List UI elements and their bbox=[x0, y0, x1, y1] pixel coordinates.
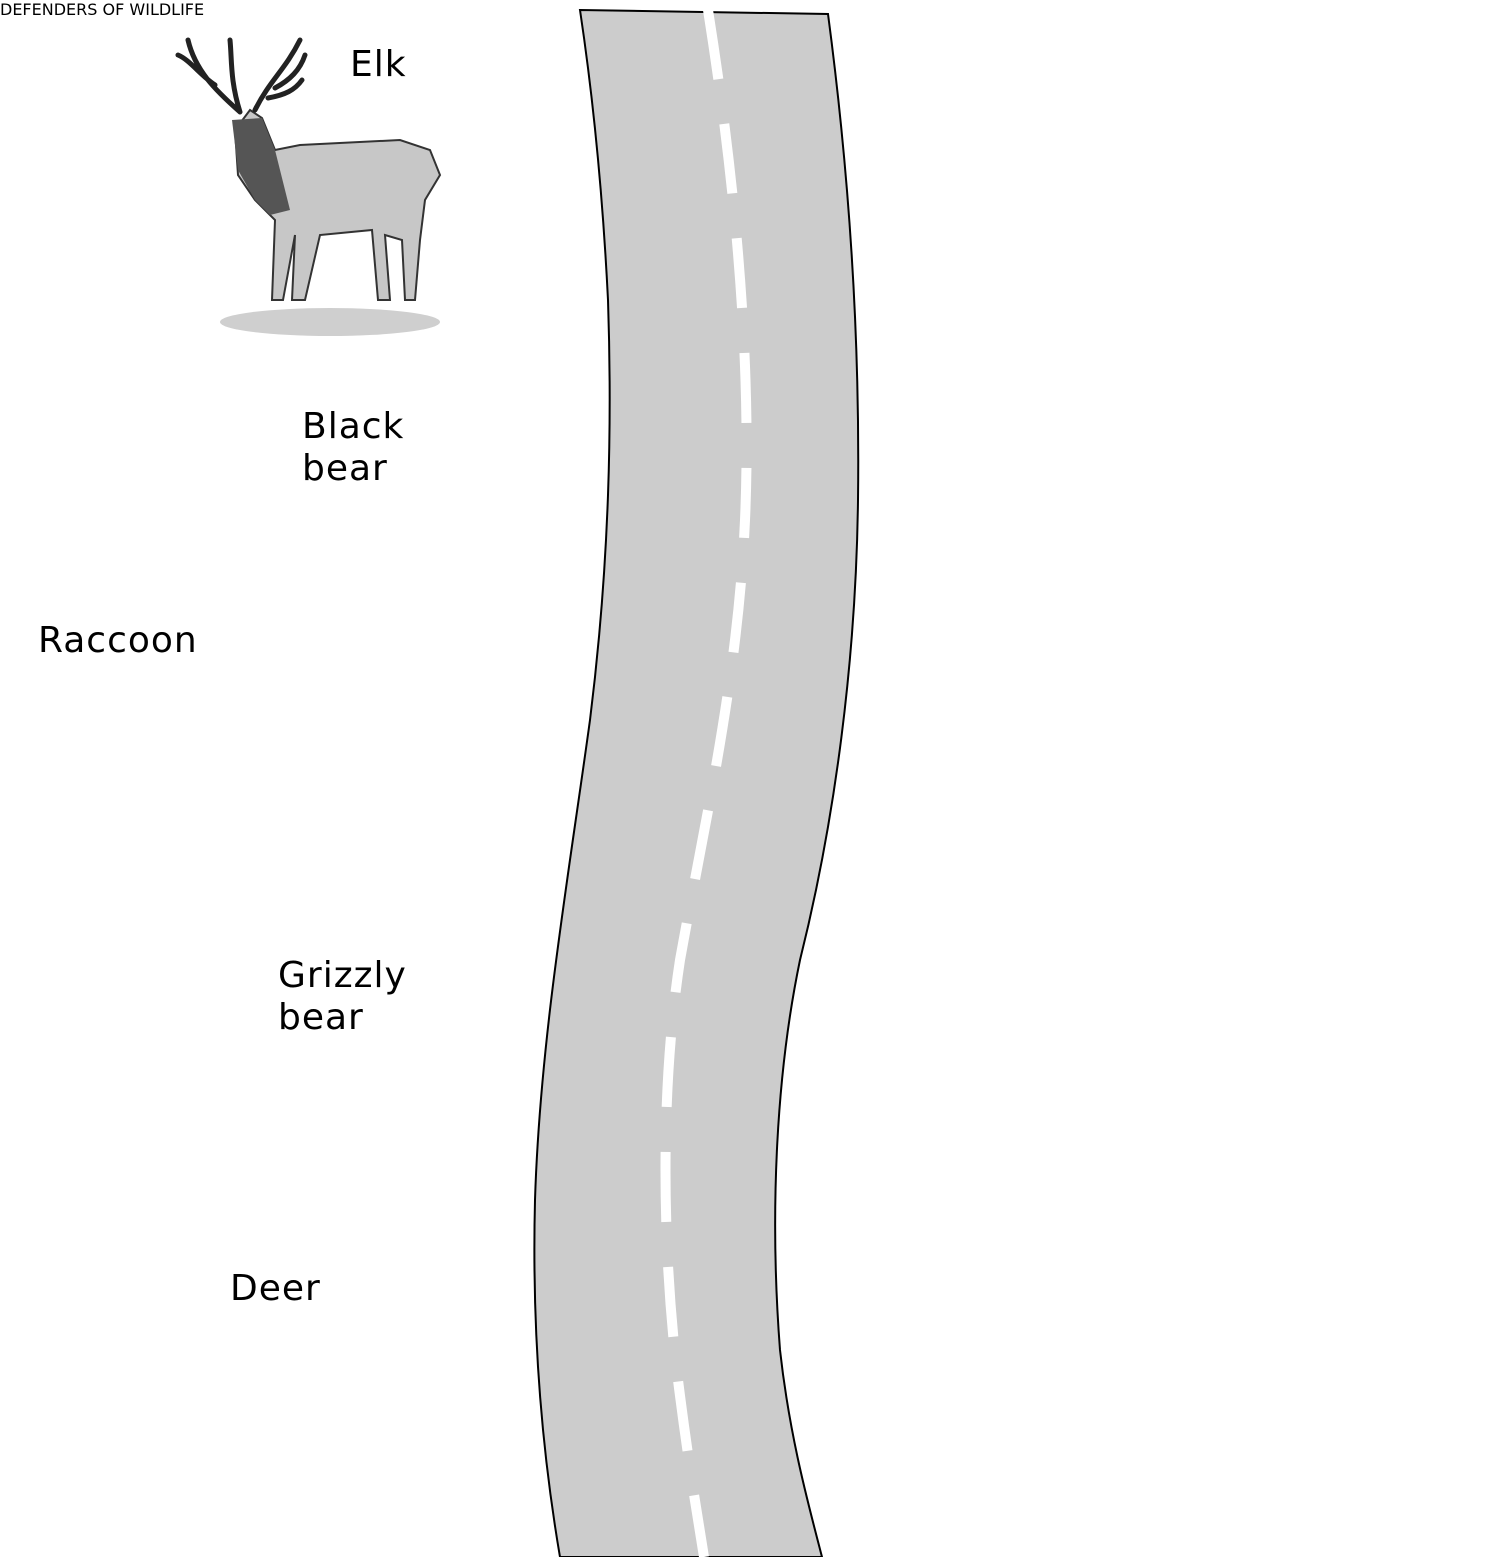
label-raccoon: Raccoon bbox=[38, 620, 198, 662]
road bbox=[534, 10, 858, 1557]
label-grizzly-line1: Grizzly bbox=[278, 955, 407, 997]
label-black-bear-line1: Black bbox=[302, 406, 404, 448]
label-black-bear-line2: bear bbox=[302, 448, 404, 490]
label-grizzly-bear: Grizzly bear bbox=[278, 955, 407, 1039]
label-grizzly-line2: bear bbox=[278, 997, 407, 1039]
label-elk: Elk bbox=[350, 44, 407, 86]
label-black-bear: Black bear bbox=[302, 406, 404, 490]
label-deer: Deer bbox=[230, 1268, 321, 1310]
